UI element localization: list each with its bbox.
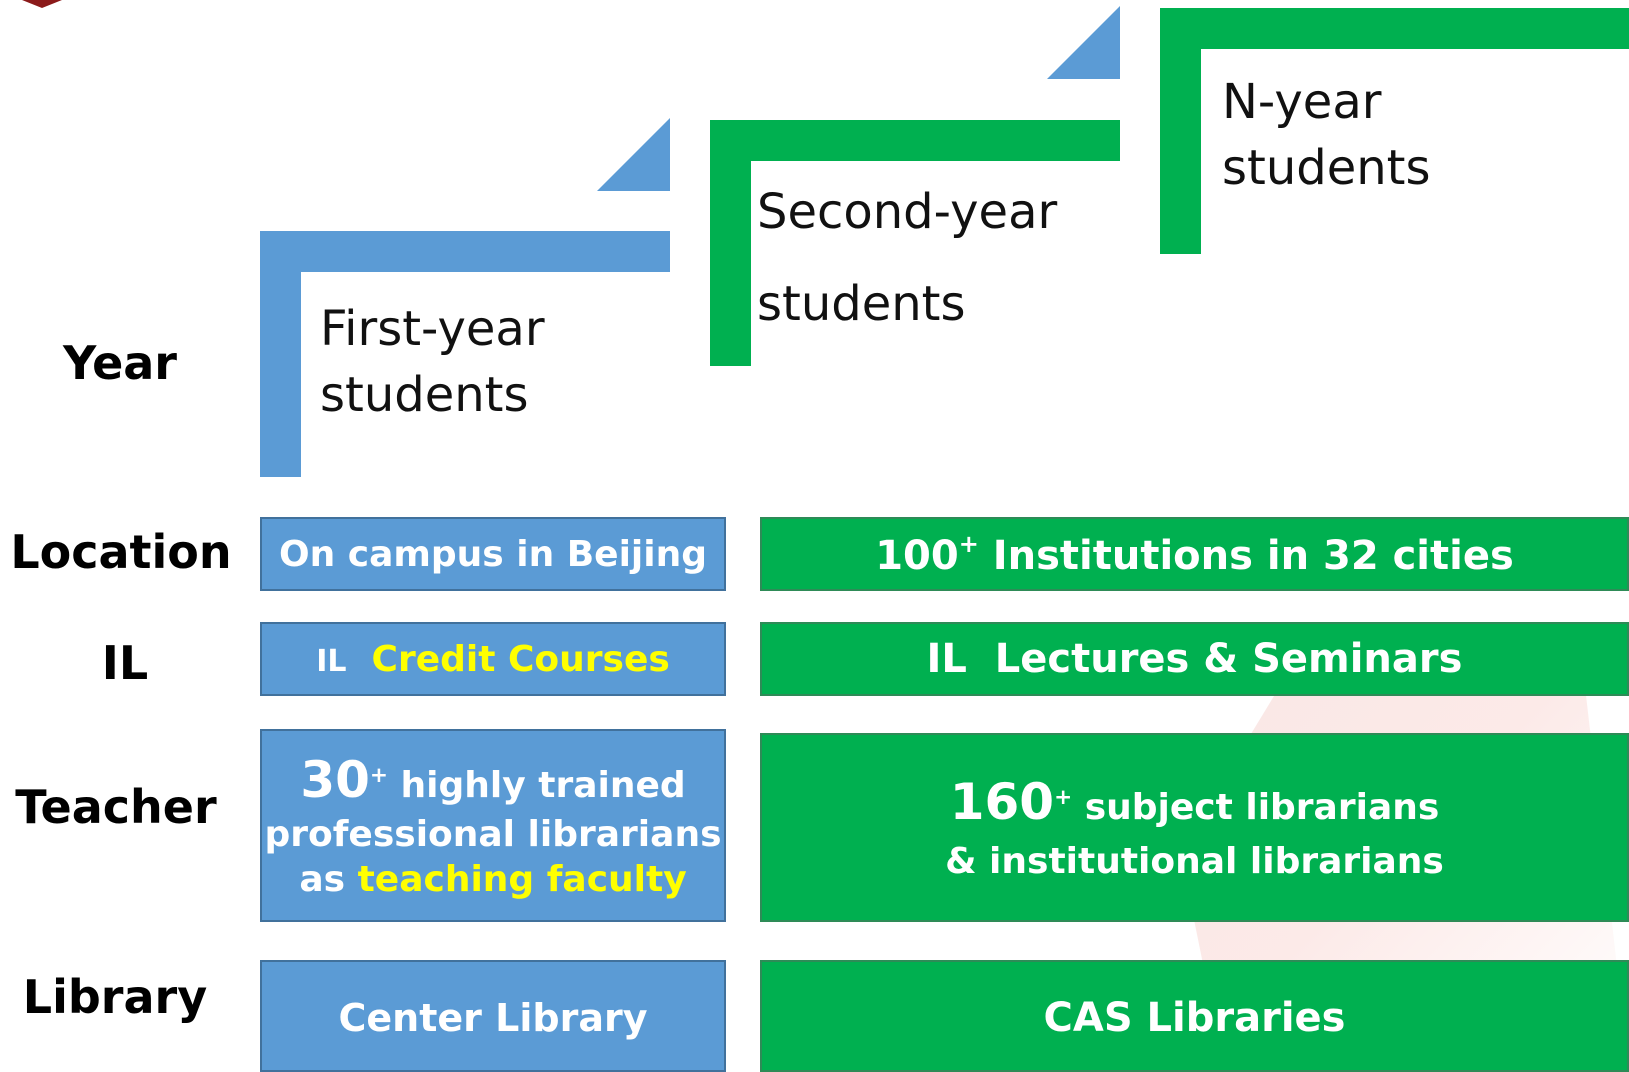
stair-first-triangle: [597, 118, 670, 191]
teacher-left-line3-prefix: as: [299, 858, 358, 900]
row-label-il: IL: [101, 636, 149, 690]
location-left-cell: On campus in Beijing: [260, 517, 726, 591]
stair-first-label: First-year students: [320, 305, 545, 419]
teacher-right-content: 160+ subject librarians & institutional …: [945, 767, 1444, 887]
teacher-left-line1: highly trained: [388, 765, 686, 807]
logo-fragment: [22, 0, 62, 8]
stair-second-triangle: [1047, 6, 1120, 79]
stair-second-line2: students: [757, 276, 966, 332]
stair-nth-horizontal: [1160, 8, 1629, 49]
il-right-cell: IL Lectures & Seminars: [760, 622, 1629, 696]
stair-first-vertical: [260, 231, 301, 477]
stair-second-vertical: [710, 120, 751, 366]
stair-nth-vertical: [1160, 8, 1201, 254]
location-right-content: 100+ Institutions in 32 cities: [875, 530, 1514, 579]
teacher-right-line1: subject librarians: [1072, 787, 1440, 829]
il-left-prefix: IL: [316, 643, 347, 679]
teacher-right-number: 160: [949, 773, 1055, 832]
il-left-content: IL Credit Courses: [316, 639, 670, 680]
teacher-right-line2: & institutional librarians: [945, 841, 1444, 883]
stair-nth-label: N-year students: [1222, 78, 1431, 192]
stair-second-label: Second-year students: [757, 188, 1057, 328]
location-right-number: 100: [875, 532, 959, 579]
il-left-highlight: Credit Courses: [371, 638, 670, 680]
stair-second-horizontal: [710, 120, 1120, 161]
library-right-text: CAS Libraries: [1043, 995, 1346, 1041]
row-label-location: Location: [10, 525, 232, 579]
teacher-left-number: 30: [300, 751, 370, 810]
teacher-left-plus: +: [369, 763, 389, 789]
location-right-text: Institutions in 32 cities: [978, 532, 1514, 579]
teacher-right-line1-wrap: 160+ subject librarians: [945, 767, 1444, 837]
location-right-plus: +: [958, 529, 979, 558]
stair-nth-line2: students: [1222, 140, 1431, 196]
teacher-left-cell: 30+ highly trained professional libraria…: [260, 729, 726, 922]
row-label-library: Library: [22, 970, 208, 1024]
il-left-cell: IL Credit Courses: [260, 622, 726, 696]
il-right-text: IL Lectures & Seminars: [926, 636, 1463, 682]
stair-first-horizontal: [260, 231, 670, 272]
stair-second-line1: Second-year: [757, 184, 1058, 240]
stair-nth-line1: N-year: [1222, 74, 1382, 130]
teacher-left-line2: professional librarians: [264, 813, 722, 855]
library-right-cell: CAS Libraries: [760, 960, 1629, 1072]
stair-first-line1: First-year: [320, 301, 545, 357]
library-left-text: Center Library: [338, 996, 648, 1040]
teacher-left-line3-highlight: teaching faculty: [357, 858, 687, 900]
stair-first-line2: students: [320, 367, 529, 423]
location-left-text: On campus in Beijing: [278, 533, 708, 575]
library-left-cell: Center Library: [260, 960, 726, 1072]
teacher-left-content: 30+ highly trained professional libraria…: [265, 749, 722, 902]
row-label-year: Year: [62, 336, 177, 390]
teacher-right-cell: 160+ subject librarians & institutional …: [760, 733, 1629, 922]
teacher-left-line1-wrap: 30+ highly trained: [265, 749, 722, 812]
location-right-cell: 100+ Institutions in 32 cities: [760, 517, 1629, 591]
row-label-teacher: Teacher: [15, 780, 217, 834]
teacher-right-plus: +: [1054, 785, 1073, 811]
teacher-left-line3-wrap: as teaching faculty: [265, 857, 722, 902]
